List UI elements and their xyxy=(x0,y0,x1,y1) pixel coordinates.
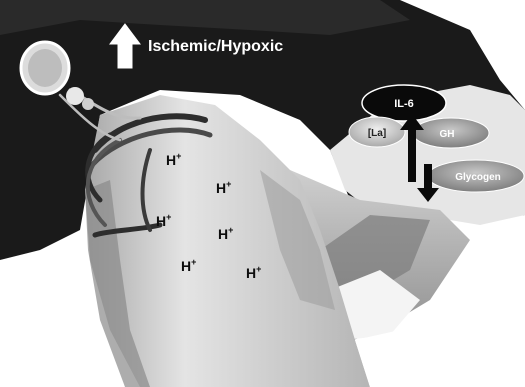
gh-marker: GH xyxy=(413,118,489,148)
headline-label: Ischemic/Hypoxic xyxy=(148,38,283,55)
glycogen-label: Glycogen xyxy=(455,172,501,183)
lactate-label: [La] xyxy=(368,128,386,139)
il6-marker: IL-6 xyxy=(362,85,446,121)
glycogen-marker: Glycogen xyxy=(428,160,524,192)
gh-label: GH xyxy=(440,129,455,140)
il6-label: IL-6 xyxy=(394,98,414,110)
lactate-marker: [La] xyxy=(349,117,405,147)
